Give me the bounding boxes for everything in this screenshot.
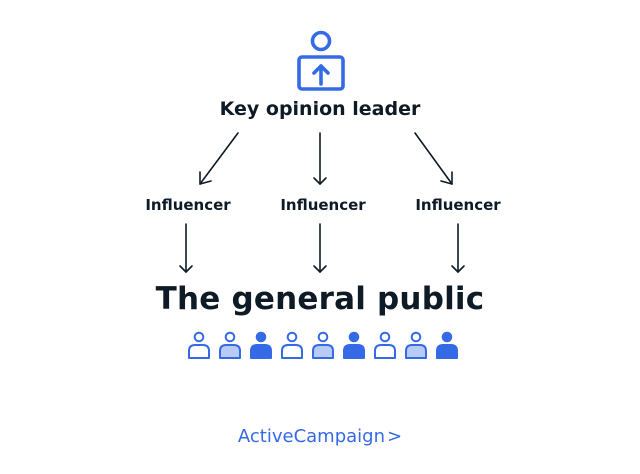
chevron-right-icon: >: [387, 426, 403, 447]
influencer-label-right: Influencer: [415, 196, 501, 214]
person-icon: [281, 331, 303, 359]
arrow-leader-to-influencer-right: [414, 132, 453, 185]
arrow-leader-to-influencer-center: [313, 132, 327, 185]
person-icon: [312, 331, 334, 359]
person-icon: [219, 331, 241, 359]
public-title: The general public: [155, 281, 485, 317]
arrow-influencer-left-to-public: [179, 223, 193, 273]
people-row: [188, 331, 458, 359]
person-icon: [436, 331, 458, 359]
arrow-leader-to-influencer-left: [199, 132, 239, 185]
person-upload-icon: [297, 30, 345, 91]
person-icon: [343, 331, 365, 359]
influencer-label-left: Influencer: [145, 196, 231, 214]
person-icon: [250, 331, 272, 359]
arrow-influencer-center-to-public: [313, 223, 327, 273]
person-icon: [405, 331, 427, 359]
arrow-influencer-right-to-public: [451, 223, 465, 273]
person-icon: [188, 331, 210, 359]
brand-logo: ActiveCampaign>: [0, 426, 640, 447]
influencer-label-center: Influencer: [280, 196, 366, 214]
leader-label: Key opinion leader: [219, 98, 421, 120]
brand-name: ActiveCampaign: [237, 426, 385, 447]
person-icon: [374, 331, 396, 359]
